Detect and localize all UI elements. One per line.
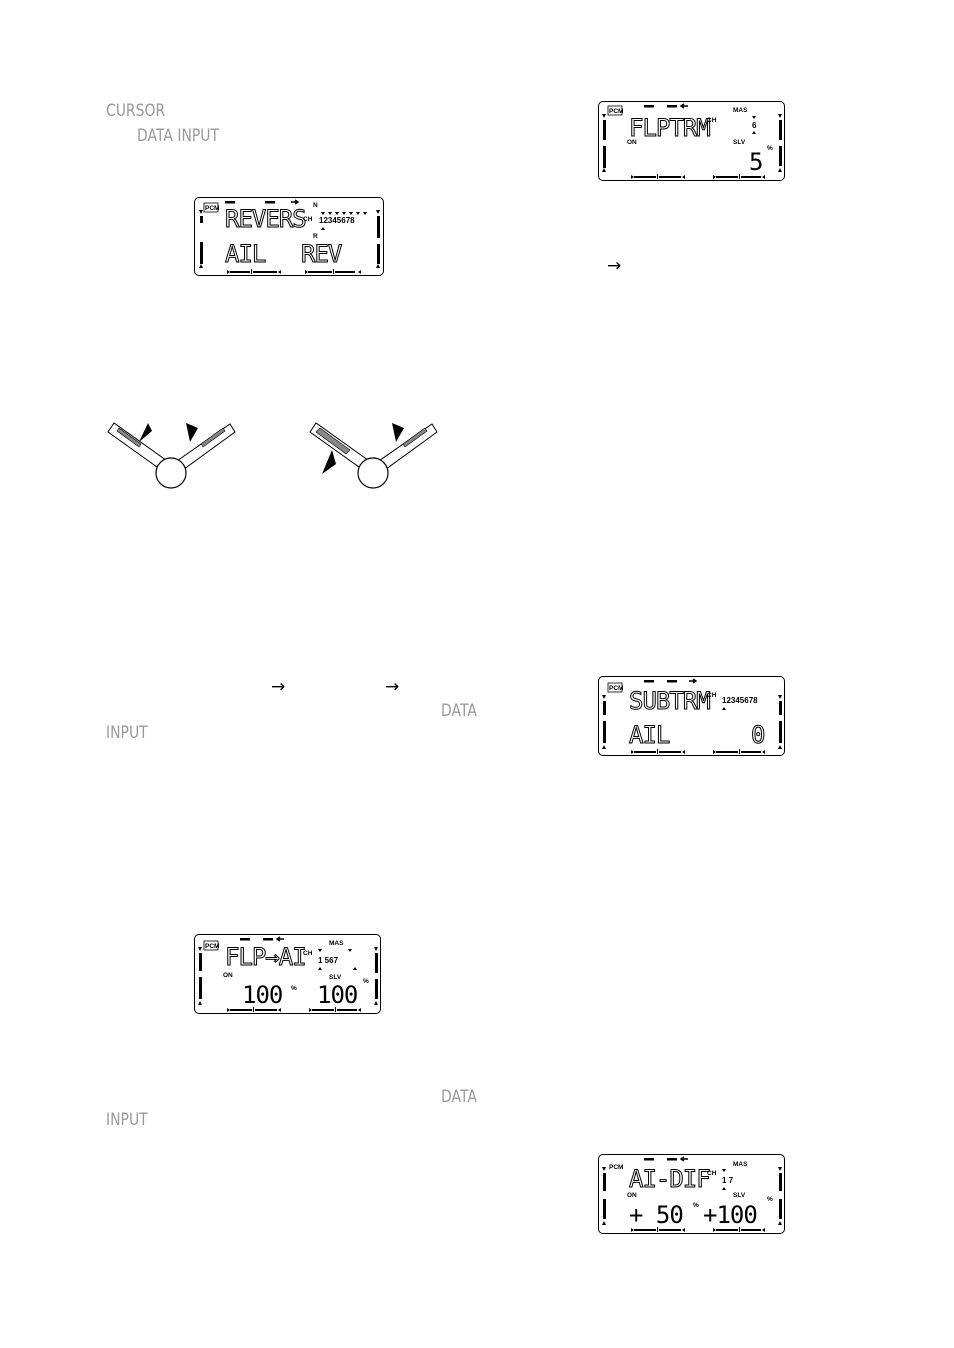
pcm-indicator: PCM <box>609 685 623 692</box>
value-right: 100 <box>317 981 357 1009</box>
channel-numbers: 12345678 <box>319 216 355 225</box>
trim-value: 5 <box>749 148 762 176</box>
lcd-title: REVERS <box>225 205 306 233</box>
lcd-title: FLP→AI <box>225 943 306 971</box>
arrow-right-column: → <box>607 256 622 276</box>
ch-label: CH <box>707 1170 717 1177</box>
lcd-title: SUBTRM <box>629 687 710 715</box>
ch-label: CH <box>303 950 313 957</box>
unit-label: % <box>767 145 773 152</box>
on-label: ON <box>627 1192 637 1199</box>
mas-label: MAS <box>329 940 344 947</box>
value-left: 100 <box>242 981 282 1009</box>
unit-right: % <box>363 978 369 985</box>
r-label: R <box>313 233 318 240</box>
channel-numbers: 1 7 <box>722 1176 734 1185</box>
mas-label: MAS <box>733 107 748 114</box>
value-right: +100 <box>703 1201 757 1229</box>
cursor-key-label: CURSOR <box>106 101 166 121</box>
control-surface-diagram-left <box>104 416 239 496</box>
unit-left: % <box>693 1202 699 1209</box>
lcd-title: FLPTRM <box>629 114 710 142</box>
channel-numbers: 12345678 <box>722 696 758 705</box>
lcd-flp-ai-display: PCM MAS FLP→AI CH 1 567 ON SLV 100 % 100… <box>194 934 381 1014</box>
left-arrow-icon <box>679 1156 688 1162</box>
lcd-ai-dif-display: PCM MAS AI-DIF CH 1 7 ON SLV + 50 % +100… <box>598 1154 785 1234</box>
on-label: ON <box>627 139 637 146</box>
input-key-label-2: INPUT <box>106 1110 148 1130</box>
ch-label: CH <box>303 216 313 223</box>
reverse-value: REV <box>301 240 342 268</box>
left-arrow-icon <box>275 936 284 942</box>
master-channel: 6 <box>752 121 757 130</box>
data-input-key-label: DATA INPUT <box>137 126 220 146</box>
lcd-subtrm-display: PCM SUBTRM CH 12345678 AIL 0 <box>598 676 785 756</box>
pcm-indicator: PCM <box>205 943 219 950</box>
function-name: AIL <box>225 240 266 268</box>
control-surface-diagram-right <box>306 416 441 496</box>
on-label: ON <box>223 972 233 979</box>
unit-left: % <box>291 985 297 992</box>
n-label: N <box>313 202 318 209</box>
subtrim-value: 0 <box>751 721 764 749</box>
ch-label: CH <box>707 692 717 699</box>
lcd-title: AI-DIF <box>629 1165 710 1193</box>
channel-numbers: 1 567 <box>318 956 339 965</box>
ch-label: CH <box>707 117 717 124</box>
input-key-label-1: INPUT <box>106 723 148 743</box>
lcd-reverse-display: PCM N REVERS CH 12345678 R AIL REV <box>194 197 384 276</box>
unit-right: % <box>767 1196 773 1203</box>
right-arrow-icon <box>291 199 300 205</box>
function-name: AIL <box>629 721 670 749</box>
slv-label: SLV <box>329 974 342 981</box>
pcm-indicator: PCM <box>609 108 623 115</box>
mas-label: MAS <box>733 1161 748 1168</box>
pcm-indicator: PCM <box>205 205 219 212</box>
pcm-indicator: PCM <box>609 1164 623 1171</box>
right-arrow-icon <box>689 678 698 684</box>
data-key-label-1: DATA <box>441 701 477 721</box>
slv-label: SLV <box>733 1192 746 1199</box>
lcd-flptrm-display: PCM MAS FLPTRM CH 6 ON SLV 5 % <box>598 101 785 181</box>
slv-label: SLV <box>733 139 746 146</box>
arrow-2: → <box>385 677 400 697</box>
left-arrow-icon <box>679 103 688 109</box>
arrow-1: → <box>271 677 286 697</box>
value-left: + 50 <box>629 1201 683 1229</box>
data-key-label-2: DATA <box>441 1087 477 1107</box>
